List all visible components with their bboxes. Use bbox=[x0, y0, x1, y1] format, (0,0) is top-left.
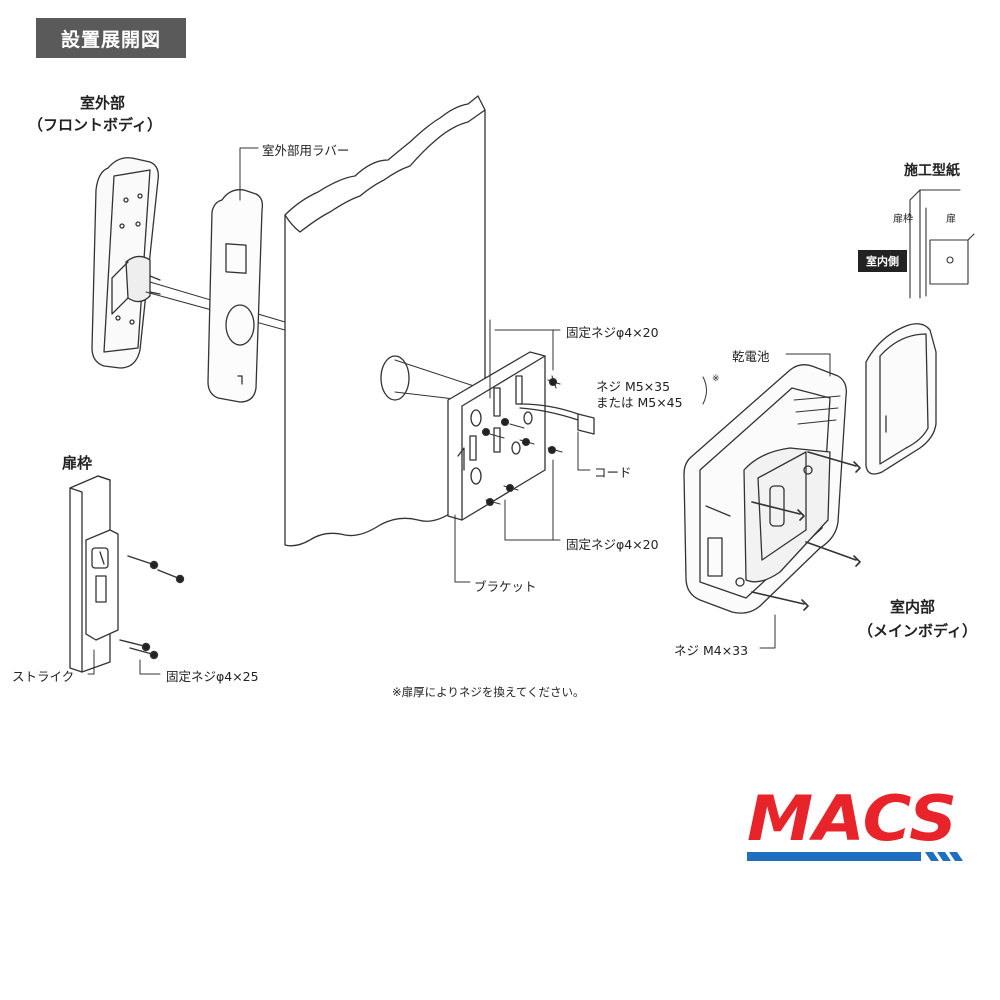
fix-screw-bottom-label: 固定ネジφ4×20 bbox=[566, 537, 659, 552]
template-indoor-tag: 室内側 bbox=[858, 250, 907, 272]
m5-screw-line2-label: または M5×45 bbox=[596, 395, 683, 410]
outdoor-title-label: 室外部 bbox=[80, 94, 126, 112]
m5-screw-line1-label: ネジ M5×35 bbox=[596, 379, 671, 394]
asterisk-mark: ※ bbox=[712, 374, 720, 384]
outdoor-front-body bbox=[91, 157, 161, 369]
template-title-label: 施工型紙 bbox=[904, 163, 960, 179]
installation-template bbox=[909, 189, 975, 299]
indoor-cover bbox=[865, 323, 937, 475]
m4-screw-label: ネジ M4×33 bbox=[674, 643, 749, 658]
outdoor-rubber bbox=[207, 189, 264, 403]
strike-screws bbox=[119, 555, 185, 660]
bracket-label: ブラケット bbox=[474, 579, 537, 594]
macs-logo: MACS bbox=[745, 782, 967, 872]
door-panel bbox=[284, 95, 486, 547]
strike-plate bbox=[85, 529, 119, 641]
strike-screw-label: 固定ネジφ4×25 bbox=[166, 669, 259, 684]
cord-label: コード bbox=[594, 465, 632, 480]
indoor-main-body bbox=[683, 364, 847, 614]
template-frame-label: 扉枠 bbox=[893, 214, 913, 225]
indoor-subtitle-label: （メインボディ） bbox=[858, 622, 977, 640]
strike-label: ストライク bbox=[12, 669, 75, 684]
logo-text: MACS bbox=[747, 782, 957, 855]
template-door-label: 扉 bbox=[946, 214, 956, 225]
m4-screws bbox=[751, 451, 861, 611]
fix-screw-top-label: 固定ネジφ4×20 bbox=[566, 325, 659, 340]
outdoor-subtitle-label: （フロントボディ） bbox=[28, 116, 162, 134]
outdoor-rubber-label: 室外部用ラバー bbox=[262, 143, 350, 158]
footnote: ※扉厚によりネジを換えてください。 bbox=[392, 685, 585, 699]
bracket-screws bbox=[481, 375, 563, 507]
diagram-title: 設置展開図 bbox=[36, 18, 186, 58]
frame-title-label: 扉枠 bbox=[62, 454, 93, 472]
cord bbox=[519, 403, 595, 435]
indoor-title-label: 室内部 bbox=[890, 598, 936, 616]
battery-label: 乾電池 bbox=[732, 349, 770, 364]
